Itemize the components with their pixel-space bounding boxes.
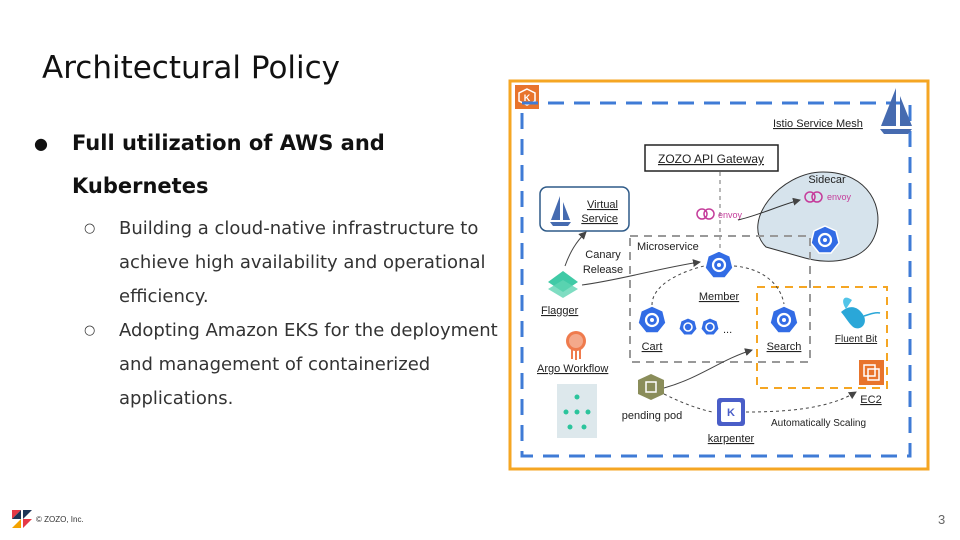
- karpenter-icon: K: [717, 398, 745, 426]
- istio-sail-icon: [880, 88, 912, 134]
- sub-bullet-circle-icon: ○: [84, 221, 96, 236]
- argo-octopus-icon: [566, 331, 586, 360]
- footer-copyright: © ZOZO, Inc.: [36, 515, 84, 524]
- flagger-label: Flagger: [541, 305, 579, 317]
- sub-bullet-item: ○ Adopting Amazon EKS for the deployment…: [28, 314, 508, 416]
- envoy-label: envoy: [718, 210, 743, 220]
- api-gateway-box: [644, 144, 779, 172]
- microservice-label: Microservice: [637, 241, 699, 253]
- sidecar-bubble: [757, 171, 879, 262]
- aws-cloud-frame: [508, 79, 930, 471]
- bullet-text-line: Kubernetes: [72, 174, 209, 198]
- eks-logo-icon: K: [515, 85, 539, 109]
- search-pod-icon: [768, 304, 800, 335]
- istio-service-mesh-label: Istio Service Mesh: [773, 118, 863, 130]
- virtual-service-label: Service: [581, 213, 618, 225]
- search-node-frame: [756, 286, 888, 389]
- sub-bullet-item: ○ Building a cloud-native infrastructure…: [28, 212, 508, 314]
- karpenter-label: karpenter: [708, 433, 755, 445]
- pending-pod-label: pending pod: [622, 410, 683, 422]
- pending-pod-to-karpenter-line: [663, 393, 713, 413]
- svg-text:K: K: [727, 407, 735, 419]
- flagger-to-virtual-service-arrow: [564, 231, 587, 267]
- bullet-text-line: Full utilization of AWS and: [72, 131, 385, 155]
- sub-bullet-line: Adopting Amazon EKS for the deployment: [119, 320, 498, 341]
- flagger-to-member-arrow: [581, 259, 701, 286]
- cart-to-member-line: [651, 265, 705, 306]
- member-pod-icon: [703, 249, 735, 280]
- cart-pod-icon: [636, 304, 668, 335]
- envoy-sidecar-label: envoy: [827, 192, 852, 202]
- fluent-bit-hummingbird-icon: [841, 297, 881, 329]
- canary-release-label: Release: [583, 264, 623, 276]
- virtual-service-sail-icon: [550, 196, 571, 226]
- bullet-item: ● Full utilization of AWS and Kubernetes: [28, 122, 508, 208]
- istio-service-mesh-frame: [520, 101, 912, 458]
- bullet-dot-icon: ●: [34, 134, 48, 153]
- sidecar-pod-icon: [809, 224, 841, 255]
- envoy-icon: [696, 208, 715, 220]
- pod-small-icon: [678, 317, 698, 336]
- more-pods-ellipsis: ...: [723, 324, 732, 336]
- svg-text:K: K: [524, 93, 531, 103]
- cart-label: Cart: [642, 341, 663, 353]
- envoy-to-sidecar-arrow: [737, 197, 801, 221]
- ec2-label: EC2: [860, 394, 881, 406]
- flagger-icon: [548, 271, 578, 298]
- pod-small-icon: [700, 317, 720, 336]
- sub-bullet-line: efficiency.: [119, 286, 209, 307]
- workflow-dag-icon: [557, 384, 597, 438]
- sub-bullet-line: applications.: [119, 388, 234, 409]
- bullet-list: ● Full utilization of AWS and Kubernetes…: [28, 122, 508, 416]
- sub-bullet-line: and management of containerized: [119, 354, 431, 375]
- slide-title: Architectural Policy: [42, 50, 341, 86]
- api-gateway-label: ZOZO API Gateway: [658, 152, 764, 166]
- envoy-sidecar-icon: [804, 191, 823, 203]
- pending-pod-icon: [638, 374, 664, 400]
- zozo-logo-icon: [12, 510, 32, 528]
- microservice-frame: [629, 235, 811, 363]
- member-to-search-line: [733, 265, 785, 305]
- virtual-service-label: Virtual: [587, 199, 618, 211]
- karpenter-to-ec2-arrow: [745, 391, 857, 413]
- canary-release-label: Canary: [585, 249, 621, 261]
- virtual-service-box: [539, 186, 630, 232]
- automatically-scaling-label: Automatically Scaling: [771, 418, 866, 429]
- ec2-icon: [859, 360, 884, 385]
- sidecar-label: Sidecar: [808, 174, 846, 186]
- sub-bullet-line: Building a cloud-native infrastructure t…: [119, 218, 479, 239]
- search-label: Search: [767, 341, 802, 353]
- fluent-bit-label: Fluent Bit: [835, 334, 877, 345]
- pending-pod-to-search-arrow: [663, 348, 753, 389]
- sub-bullet-circle-icon: ○: [84, 323, 96, 338]
- member-label: Member: [699, 291, 740, 303]
- sub-bullet-line: achieve high availability and operationa…: [119, 252, 486, 273]
- page-number: 3: [938, 512, 946, 527]
- argo-workflow-label: Argo Workflow: [537, 363, 608, 375]
